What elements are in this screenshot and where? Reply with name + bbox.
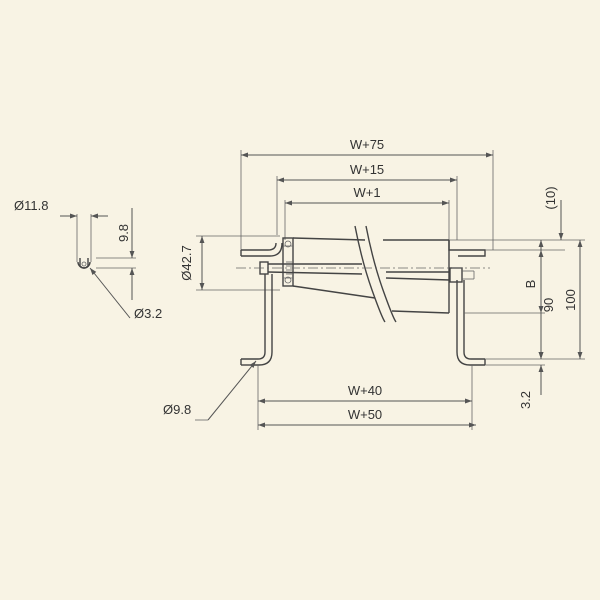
dim-w-plus-15: W+15 [350,162,384,177]
dim-w-plus-75: W+75 [350,137,384,152]
side-detail: Ø11.8 9.8 Ø3.2 [14,198,162,321]
top-dimensions: W+75 W+15 W+1 [240,137,494,250]
dim-90: 90 [541,298,556,312]
dim-hole-diameter-3-2: Ø3.2 [134,306,162,321]
roller-diameter-dimension: Ø42.7 [179,235,280,291]
dim-9-8-top: 9.8 [116,224,131,242]
dim-w-plus-40: W+40 [348,383,382,398]
bottom-dimensions: W+40 W+50 Ø9.8 [163,360,476,430]
dim-100: 100 [563,289,578,311]
dim-ten: (10) [543,186,558,209]
dim-w-plus-1: W+1 [353,185,380,200]
dim-diameter-11-8: Ø11.8 [14,198,48,213]
dim-diameter-42-7: Ø42.7 [179,245,194,280]
dim-b: B [523,280,538,289]
dim-w-plus-50: W+50 [348,407,382,422]
right-dimensions: (10) B 90 100 3.2 [449,186,585,409]
dim-thickness-3-2: 3.2 [518,391,533,409]
roller-assembly [236,225,490,366]
dim-diameter-9-8-bottom: Ø9.8 [163,402,191,417]
